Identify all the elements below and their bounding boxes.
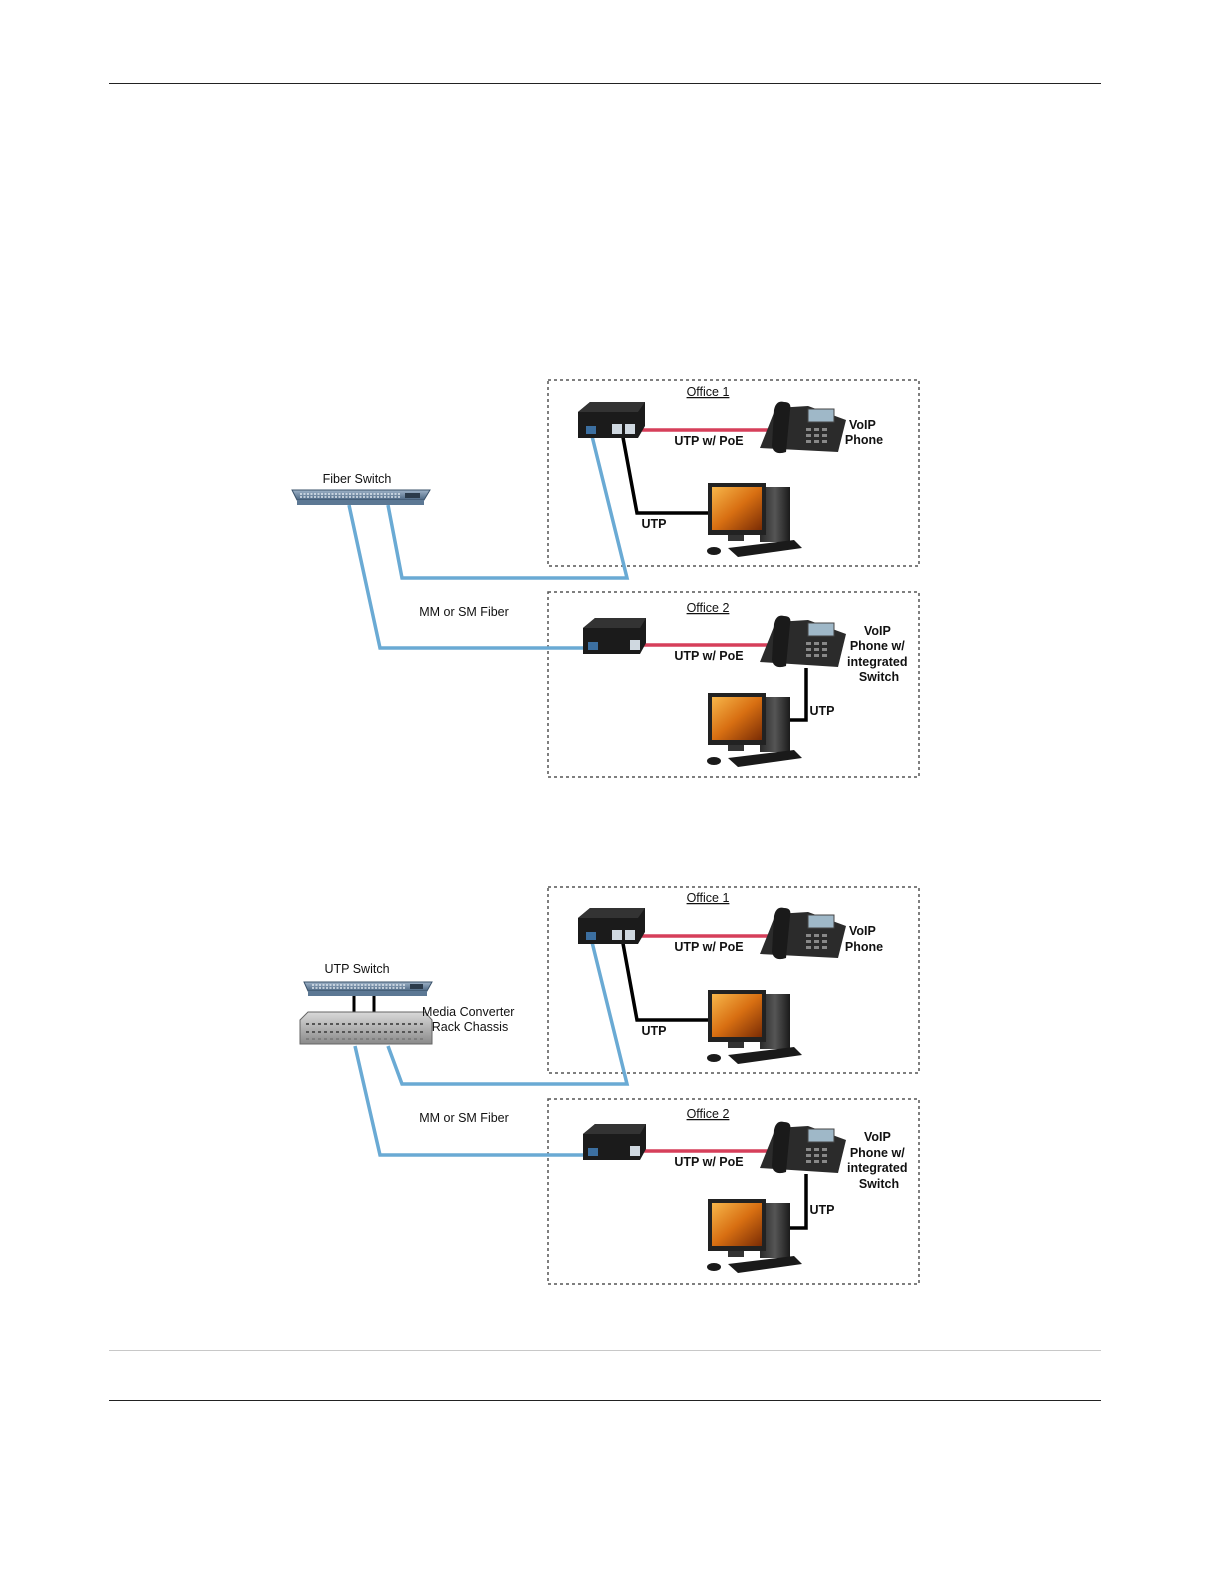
media-converter: [583, 618, 646, 654]
voip-phone: [760, 908, 846, 959]
media-converter: [578, 908, 645, 944]
utp-cable: [790, 1174, 806, 1228]
office2-title: Office 2: [687, 601, 730, 615]
utp-switch-diagram: Office 1 Office 2 UTP Switch Media Conve…: [0, 876, 1225, 1296]
fiber-switch: [292, 490, 430, 505]
utp-switch: [304, 982, 432, 996]
desktop-computer: [707, 990, 802, 1064]
desktop-computer: [707, 693, 802, 767]
media-converter: [583, 1124, 646, 1160]
poe-label: UTP w/ PoE: [674, 940, 743, 954]
footer-separator: [109, 1350, 1101, 1351]
desktop-computer: [707, 1199, 802, 1273]
office2-title: Office 2: [687, 1107, 730, 1121]
phone-label: VoIP Phone w/ integrated Switch: [847, 1130, 911, 1191]
utp-label: UTP: [642, 1024, 667, 1038]
header-rule: [109, 83, 1101, 84]
fiber-switch-diagram: Office 1 Office 2 Fiber Switch MM or SM …: [0, 370, 1225, 790]
voip-phone: [760, 1122, 846, 1173]
poe-label: UTP w/ PoE: [674, 649, 743, 663]
desktop-computer: [707, 483, 802, 557]
poe-label: UTP w/ PoE: [674, 1155, 743, 1169]
voip-phone: [760, 616, 846, 667]
media-converter: [578, 402, 645, 438]
utp-cable: [790, 668, 806, 720]
voip-phone: [760, 402, 846, 453]
fiber-cable: [355, 1046, 590, 1155]
phone-label: VoIP Phone: [845, 924, 883, 954]
utp-label: UTP: [810, 1203, 835, 1217]
switch-label: UTP Switch: [324, 962, 389, 976]
office1-title: Office 1: [687, 385, 730, 399]
poe-label: UTP w/ PoE: [674, 434, 743, 448]
footer-rule: [109, 1400, 1101, 1401]
utp-label: UTP: [810, 704, 835, 718]
switch-label: Fiber Switch: [323, 472, 392, 486]
utp-label: UTP: [642, 517, 667, 531]
chassis-label: Media Converter Rack Chassis: [422, 1005, 518, 1034]
phone-label: VoIP Phone w/ integrated Switch: [847, 624, 911, 684]
phone-label: VoIP Phone: [845, 418, 883, 447]
fiber-label: MM or SM Fiber: [419, 1111, 509, 1125]
fiber-label: MM or SM Fiber: [419, 605, 509, 619]
media-converter-rack-chassis: [300, 1012, 432, 1044]
office1-title: Office 1: [687, 891, 730, 905]
